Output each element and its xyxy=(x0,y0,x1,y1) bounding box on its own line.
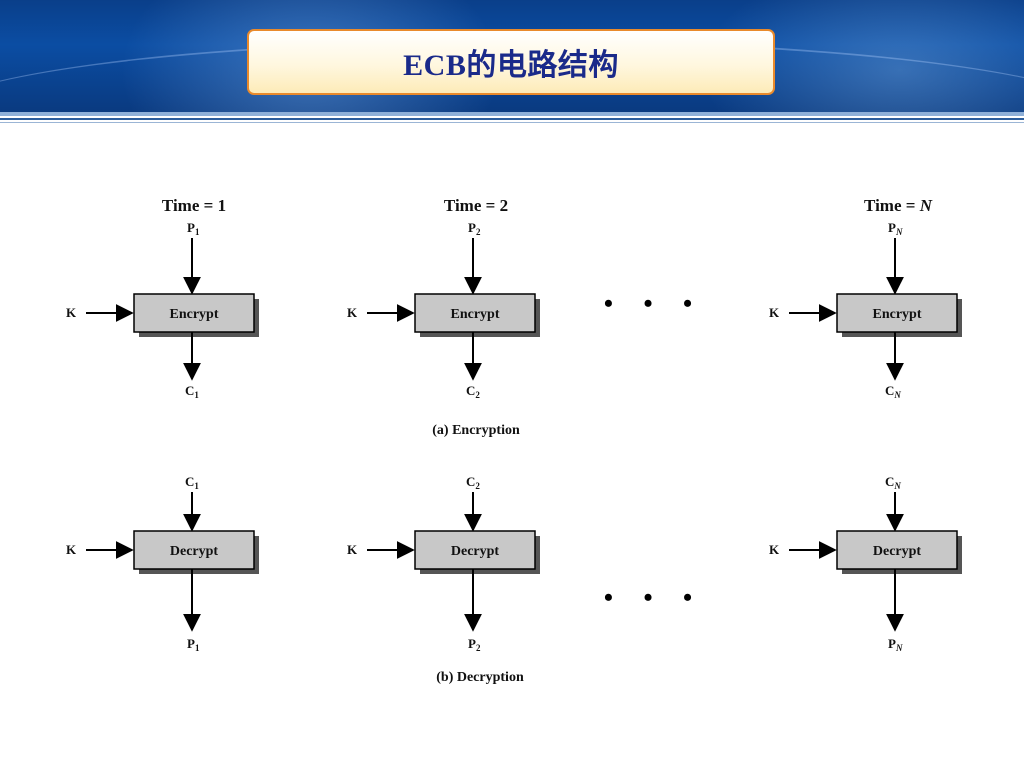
ciphertext-label: C2 xyxy=(466,474,480,491)
time-label-2: Time = 2 xyxy=(444,196,508,215)
plaintext-label: P1 xyxy=(187,636,200,653)
plaintext-label: P2 xyxy=(468,220,481,237)
ellipsis-decrypt: • • • xyxy=(604,583,704,612)
key-label: K xyxy=(347,542,358,557)
key-label: K xyxy=(66,542,77,557)
decryption-caption: (b) Decryption xyxy=(436,670,524,685)
plaintext-label: PN xyxy=(888,220,903,237)
encrypt-block-1: P1 K Encrypt C1 xyxy=(66,220,259,400)
encrypt-label: Encrypt xyxy=(451,307,500,322)
encrypt-box xyxy=(836,293,958,333)
encrypt-block-2: P2 K Encrypt C2 xyxy=(347,220,540,400)
ciphertext-label: CN xyxy=(885,474,901,491)
decrypt-block-1: C1 K Decrypt P1 xyxy=(66,474,259,653)
header-rule xyxy=(0,122,1024,123)
ciphertext-label: CN xyxy=(885,383,901,400)
title-banner: ECB的电路结构 xyxy=(247,29,775,95)
ellipsis-encrypt: • • • xyxy=(604,289,704,318)
decrypt-label: Decrypt xyxy=(170,544,219,559)
encrypt-block-n: PN K Encrypt CN xyxy=(769,220,962,400)
decrypt-box xyxy=(836,530,958,570)
time-label-n: Time = N xyxy=(864,196,933,215)
key-label: K xyxy=(769,305,780,320)
key-label: K xyxy=(769,542,780,557)
decrypt-label: Decrypt xyxy=(873,544,922,559)
plaintext-label: P2 xyxy=(468,636,481,653)
decrypt-block-2: C2 K Decrypt P2 xyxy=(347,474,540,653)
decrypt-label: Decrypt xyxy=(451,544,500,559)
time-label-n-var: N xyxy=(919,196,933,215)
header-rule xyxy=(0,112,1024,116)
encryption-caption: (a) Encryption xyxy=(432,423,520,438)
header-rule xyxy=(0,118,1024,120)
plaintext-label: P1 xyxy=(187,220,200,237)
encrypt-box xyxy=(414,293,536,333)
encrypt-box xyxy=(133,293,255,333)
decrypt-box xyxy=(414,530,536,570)
time-label-1: Time = 1 xyxy=(162,196,226,215)
ciphertext-label: C1 xyxy=(185,474,199,491)
decrypt-block-n: CN K Decrypt PN xyxy=(769,474,962,653)
key-label: K xyxy=(66,305,77,320)
decrypt-box xyxy=(133,530,255,570)
ciphertext-label: C2 xyxy=(466,383,480,400)
encrypt-label: Encrypt xyxy=(170,307,219,322)
key-label: K xyxy=(347,305,358,320)
encrypt-label: Encrypt xyxy=(873,307,922,322)
slide-title: ECB的电路结构 xyxy=(403,49,619,82)
ciphertext-label: C1 xyxy=(185,383,199,400)
plaintext-label: PN xyxy=(888,636,903,653)
time-label-n-prefix: Time = xyxy=(864,196,920,215)
